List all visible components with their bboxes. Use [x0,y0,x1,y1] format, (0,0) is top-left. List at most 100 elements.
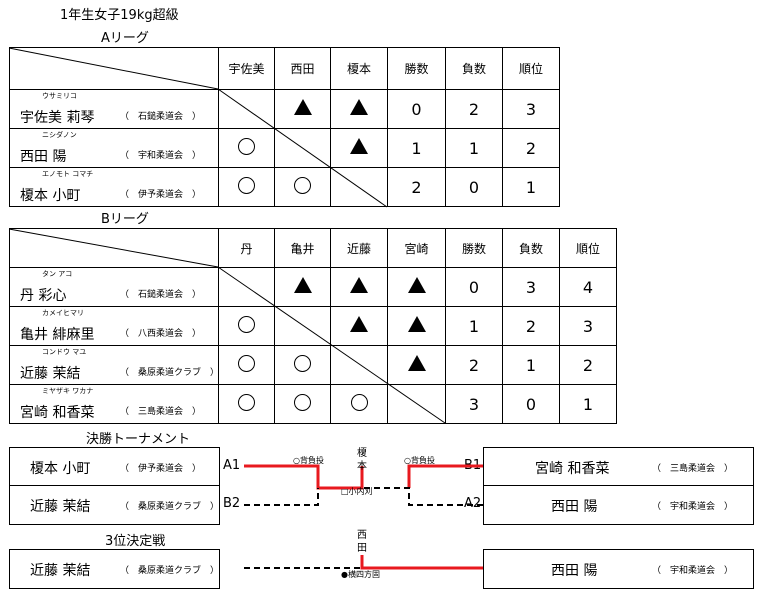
page-title: 1年生女子19kg超級 [60,8,179,23]
player-club: （ 伊予柔道会 ） [120,190,202,200]
final-note-left: ○背負投 [293,456,324,465]
stat-losses: 2 [445,89,503,129]
final-right-top-box: 宮崎 和香菜 （ 三島柔道会 ） [483,447,754,487]
stat-wins: 2 [445,345,503,385]
stat-losses: 3 [502,267,560,307]
league-a-header: 宇佐美 [218,47,275,90]
player-name: 近藤 茉結 [20,366,81,382]
final-note-center: □小内刈 [341,487,373,496]
league-b-header: 丹 [218,228,275,268]
stat-losses: 1 [502,345,560,385]
player-club: （ 石鎚柔道会 ） [120,290,202,300]
vertical-char: 田 [357,543,367,554]
player-name: 西田 陽 [551,563,598,579]
player-name: 近藤 茉結 [30,499,91,515]
stat-rank: 1 [502,167,560,207]
league-a-header: 負数 [445,47,503,90]
result-cell [330,345,388,385]
final-left-top-box: 榎本 小町 （ 伊予柔道会 ） [9,447,220,487]
league-b-header: 宮崎 [387,228,446,268]
player-club: （ 三島柔道会 ） [120,407,202,417]
result-cell [274,306,331,346]
player-kana: エノモト コマチ [42,170,94,178]
result-cell [274,345,331,385]
league-b-header: 負数 [502,228,560,268]
win-circle-icon [294,393,311,411]
result-cell [274,128,331,168]
result-cell [330,384,388,424]
seed-a1: A1 [223,458,241,473]
stat-losses: 0 [445,167,503,207]
vertical-char: 本 [357,461,367,472]
loss-triangle-icon [407,355,426,371]
league-a-header: 順位 [502,47,560,90]
league-b-corner [9,228,219,268]
player-cell: タン アコ丹 彩心（ 石鎚柔道会 ） [9,267,219,307]
player-cell: ウサミリコ宇佐美 莉琴（ 石鎚柔道会 ） [9,89,219,129]
win-circle-icon [238,176,255,194]
player-club: （ 桑原柔道クラブ ） [120,502,220,512]
result-cell [218,306,275,346]
player-cell: カメイヒマリ亀井 緋麻里（ 八西柔道会 ） [9,306,219,346]
stat-losses: 2 [502,306,560,346]
result-cell [218,167,275,207]
league-a-header: 勝数 [387,47,446,90]
seed-b1: B1 [464,458,482,473]
league-a-header: 西田 [274,47,331,90]
league-a-table: 宇佐美 西田 榎本 勝数 負数 順位 ウサミリコ宇佐美 莉琴（ 石鎚柔道会 ）0… [9,47,560,207]
player-club: （ 伊予柔道会 ） [120,464,202,474]
player-cell: コンドウ マユ近藤 茉結（ 桑原柔道クラブ ） [9,345,219,385]
win-circle-icon [294,176,311,194]
result-cell [330,267,388,307]
result-cell [330,306,388,346]
stat-wins: 0 [445,267,503,307]
result-cell [387,267,446,307]
final-label: 決勝トーナメント [86,432,191,447]
stat-rank: 4 [559,267,617,307]
player-name: 亀井 緋麻里 [20,327,95,343]
win-circle-icon [294,354,311,372]
player-name: 宇佐美 莉琴 [20,110,95,126]
player-kana: カメイヒマリ [42,309,84,317]
stat-wins: 2 [387,167,446,207]
win-circle-icon [238,393,255,411]
win-circle-icon [238,315,255,333]
stat-rank: 2 [502,128,560,168]
third-note: ●横四方固 [341,570,380,579]
player-name: 西田 陽 [551,499,598,515]
win-circle-icon [238,137,255,155]
stat-wins: 0 [387,89,446,129]
result-cell [274,384,331,424]
player-name: 榎本 小町 [30,461,91,477]
stat-rank: 3 [559,306,617,346]
loss-triangle-icon [350,277,368,293]
stat-losses: 1 [445,128,503,168]
seed-a2: A2 [464,496,482,511]
player-cell: エノモト コマチ榎本 小町（ 伊予柔道会 ） [9,167,219,207]
stat-wins: 1 [387,128,446,168]
player-club: （ 三島柔道会 ） [652,464,734,474]
loss-triangle-icon [350,138,368,154]
league-b-header: 近藤 [330,228,388,268]
final-note-right: ○背負投 [404,456,435,465]
result-cell [330,89,388,129]
stat-rank: 3 [502,89,560,129]
loss-triangle-icon [293,277,312,293]
result-cell [274,267,331,307]
player-kana: ミヤザキ ワカナ [42,387,94,395]
third-right-box: 西田 陽 （ 宇和柔道会 ） [483,549,754,589]
league-b-label: Bリーグ [101,212,149,227]
player-kana: ニシダノン [42,131,77,139]
third-line-right [360,555,483,570]
player-name: 西田 陽 [20,149,67,165]
league-b-header: 勝数 [445,228,503,268]
loss-triangle-icon [407,277,426,293]
result-cell [274,167,331,207]
bracket-line-a1 [244,464,364,490]
stat-rank: 2 [559,345,617,385]
result-cell [387,384,446,424]
